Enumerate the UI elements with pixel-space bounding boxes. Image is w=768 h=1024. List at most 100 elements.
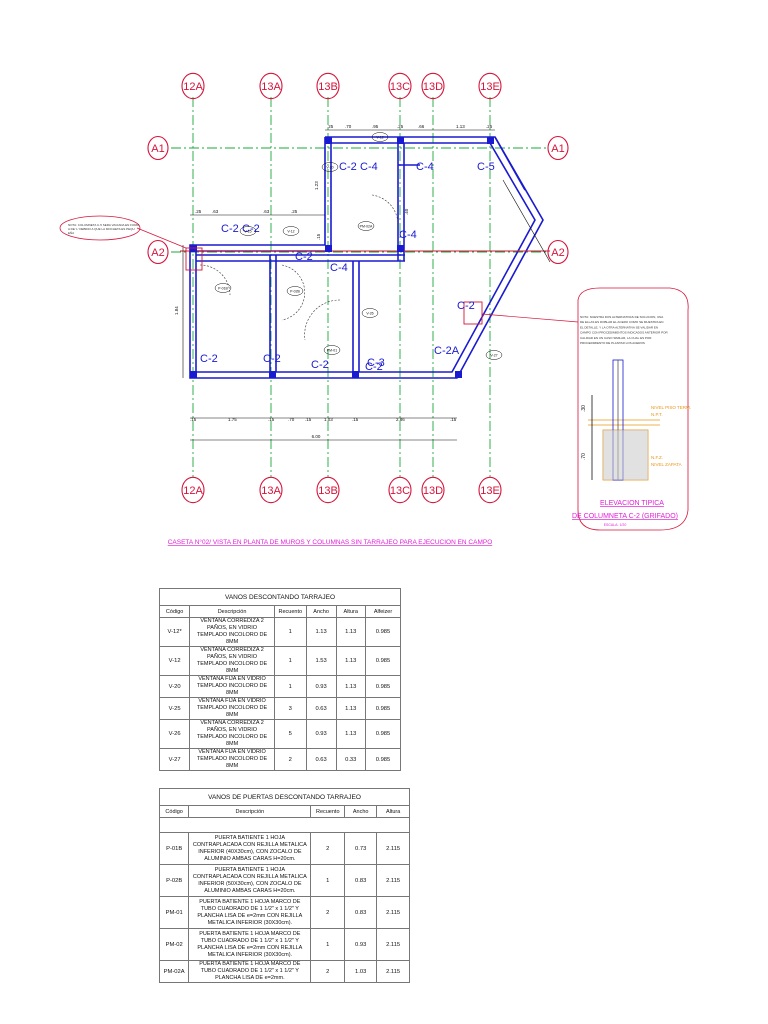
note-right-line: CALIDAD EN UN CASO SIMILAR, LA CUAL ES P…: [580, 336, 652, 340]
windows-cell: 1.13: [335, 675, 366, 698]
windows-cell: 0.985: [364, 748, 402, 771]
windows-cell: VENTANA CORREDIZA 2 PAÑOS, EN VIDRIO TEM…: [189, 719, 275, 749]
highlight-column-left: [185, 247, 203, 271]
doors-cell: PUERTA BATIENTE 1 HOJA CONTRAPLACADA CON…: [188, 832, 312, 865]
note-right-line: PROCEDIMIENTO DE PLANTAR LOS ACEROS: [580, 341, 645, 345]
detail-dim: .30: [581, 405, 587, 412]
dim-total: 6.00: [312, 434, 321, 439]
windows-cell: VENTANA FIJA EN VIDRIO TEMPLADO INCOLORO…: [189, 748, 275, 771]
column-label: C-4: [399, 229, 417, 241]
svg-text:13D: 13D: [423, 81, 443, 93]
windows-cell: 1.13: [335, 697, 366, 720]
windows-header: Recuento: [273, 605, 307, 618]
axis-bubble-bottom-13d: 13D: [421, 476, 445, 504]
doors-cell: 2.115: [376, 896, 410, 929]
axis-bubble-top-13a: 13A: [259, 72, 283, 100]
windows-header: Alfeizer: [364, 605, 402, 618]
doors-cell: 2: [310, 896, 346, 929]
doors-table-title: VANOS DE PUERTAS DESCONTANDO TARRAJEO: [159, 788, 410, 806]
opening-tag: V-12: [282, 226, 300, 236]
svg-text:13C: 13C: [390, 81, 410, 93]
windows-table-title: VANOS DESCONTANDO TARRAJEO: [159, 588, 401, 606]
door-swing-2: [281, 264, 306, 321]
axis-bubble-top-13b: 13B: [316, 72, 340, 100]
dim-bottom: .15: [305, 417, 312, 422]
column-label: C-2A: [434, 345, 460, 357]
opening-tag: V-27: [485, 350, 503, 360]
windows-cell: 2: [273, 748, 307, 771]
windows-cell: 1.13: [335, 646, 366, 676]
svg-text:V-25: V-25: [244, 229, 251, 233]
column-square: [352, 371, 359, 378]
windows-cell: 0.33: [335, 748, 366, 771]
windows-cell: 1.13: [305, 617, 337, 647]
axis-bubble-bottom-13a: 13A: [259, 476, 283, 504]
leader-right: [481, 313, 579, 323]
axis-bubble-right-a2: A2: [547, 239, 569, 265]
dim-vertical: .15: [316, 233, 321, 240]
windows-header: Altura: [335, 605, 366, 618]
svg-text:A2: A2: [151, 247, 164, 259]
svg-text:13E: 13E: [480, 485, 500, 497]
dim-top: 1.13: [456, 124, 465, 129]
doors-cell: 2.115: [376, 832, 410, 865]
axis-bubble-bottom-12a: 12A: [181, 476, 205, 504]
column-square: [269, 371, 276, 378]
plan-caption: CASETA N°02/ VISTA EN PLANTA DE MUROS Y …: [168, 538, 493, 546]
svg-text:13C: 13C: [390, 485, 410, 497]
doors-cell: 2.115: [376, 864, 410, 897]
note-left-line2: A DE 'L' DEBIDO A QUE LA MOCHETA ES PEQU: [68, 227, 135, 231]
windows-header: Código: [158, 605, 191, 618]
dim-vertical: 1.84: [174, 306, 179, 315]
dim-bottom: 1.75: [228, 417, 237, 422]
column-square: [397, 245, 404, 252]
dim-top: .25: [327, 124, 334, 129]
dim-bottom: .70: [288, 417, 295, 422]
windows-cell: V-12*: [158, 617, 191, 647]
windows-cell: 1.53: [305, 646, 337, 676]
detail-bubble: [577, 287, 689, 531]
doors-header: Descripción: [188, 805, 312, 818]
column-square: [190, 371, 197, 378]
doors-cell: 1: [310, 928, 346, 961]
doors-cell: 0.83: [344, 896, 378, 929]
column-square: [397, 137, 404, 144]
door-swing-1: [199, 264, 231, 296]
doors-header: Ancho: [344, 805, 378, 818]
svg-text:A1: A1: [151, 143, 164, 155]
axis-bubble-top-13d: 13D: [421, 72, 445, 100]
axis-bubble-top-13e: 13E: [478, 72, 502, 100]
detail-label: NIVEL ZAPATA: [651, 462, 682, 467]
axis-bubble-left-a2: A2: [147, 239, 169, 265]
svg-text:V-12: V-12: [376, 135, 383, 139]
doors-cell: PUERTA BATIENTE 1 HOJA MARCO DE TUBO CUA…: [188, 896, 312, 929]
windows-cell: V-25: [158, 697, 191, 720]
dim-mid: .63: [263, 209, 270, 214]
windows-cell: VENTANA FIJA EN VIDRIO TEMPLADO INCOLORO…: [189, 675, 275, 698]
doors-header: Código: [158, 805, 190, 818]
windows-cell: 0.63: [305, 697, 337, 720]
column-label: C-2: [311, 359, 329, 371]
svg-text:13A: 13A: [261, 81, 281, 93]
doors-cell: PM-02A: [158, 960, 190, 983]
opening-tag: PM-01: [323, 345, 341, 355]
dim-mid: .25: [291, 209, 298, 214]
highlight-column-right: [463, 301, 483, 325]
windows-cell: 0.985: [364, 675, 402, 698]
dim-vertical: .40: [404, 208, 409, 215]
svg-text:12A: 12A: [183, 485, 203, 497]
dim-bottom: 2.86: [396, 417, 405, 422]
doors-cell: 2: [310, 832, 346, 865]
column-square: [455, 371, 462, 378]
windows-cell: 0.63: [305, 748, 337, 771]
windows-cell: 1: [273, 646, 307, 676]
wall-diag: [494, 136, 526, 191]
doors-cell: 0.73: [344, 832, 378, 865]
column-detail-footing: [603, 430, 648, 480]
